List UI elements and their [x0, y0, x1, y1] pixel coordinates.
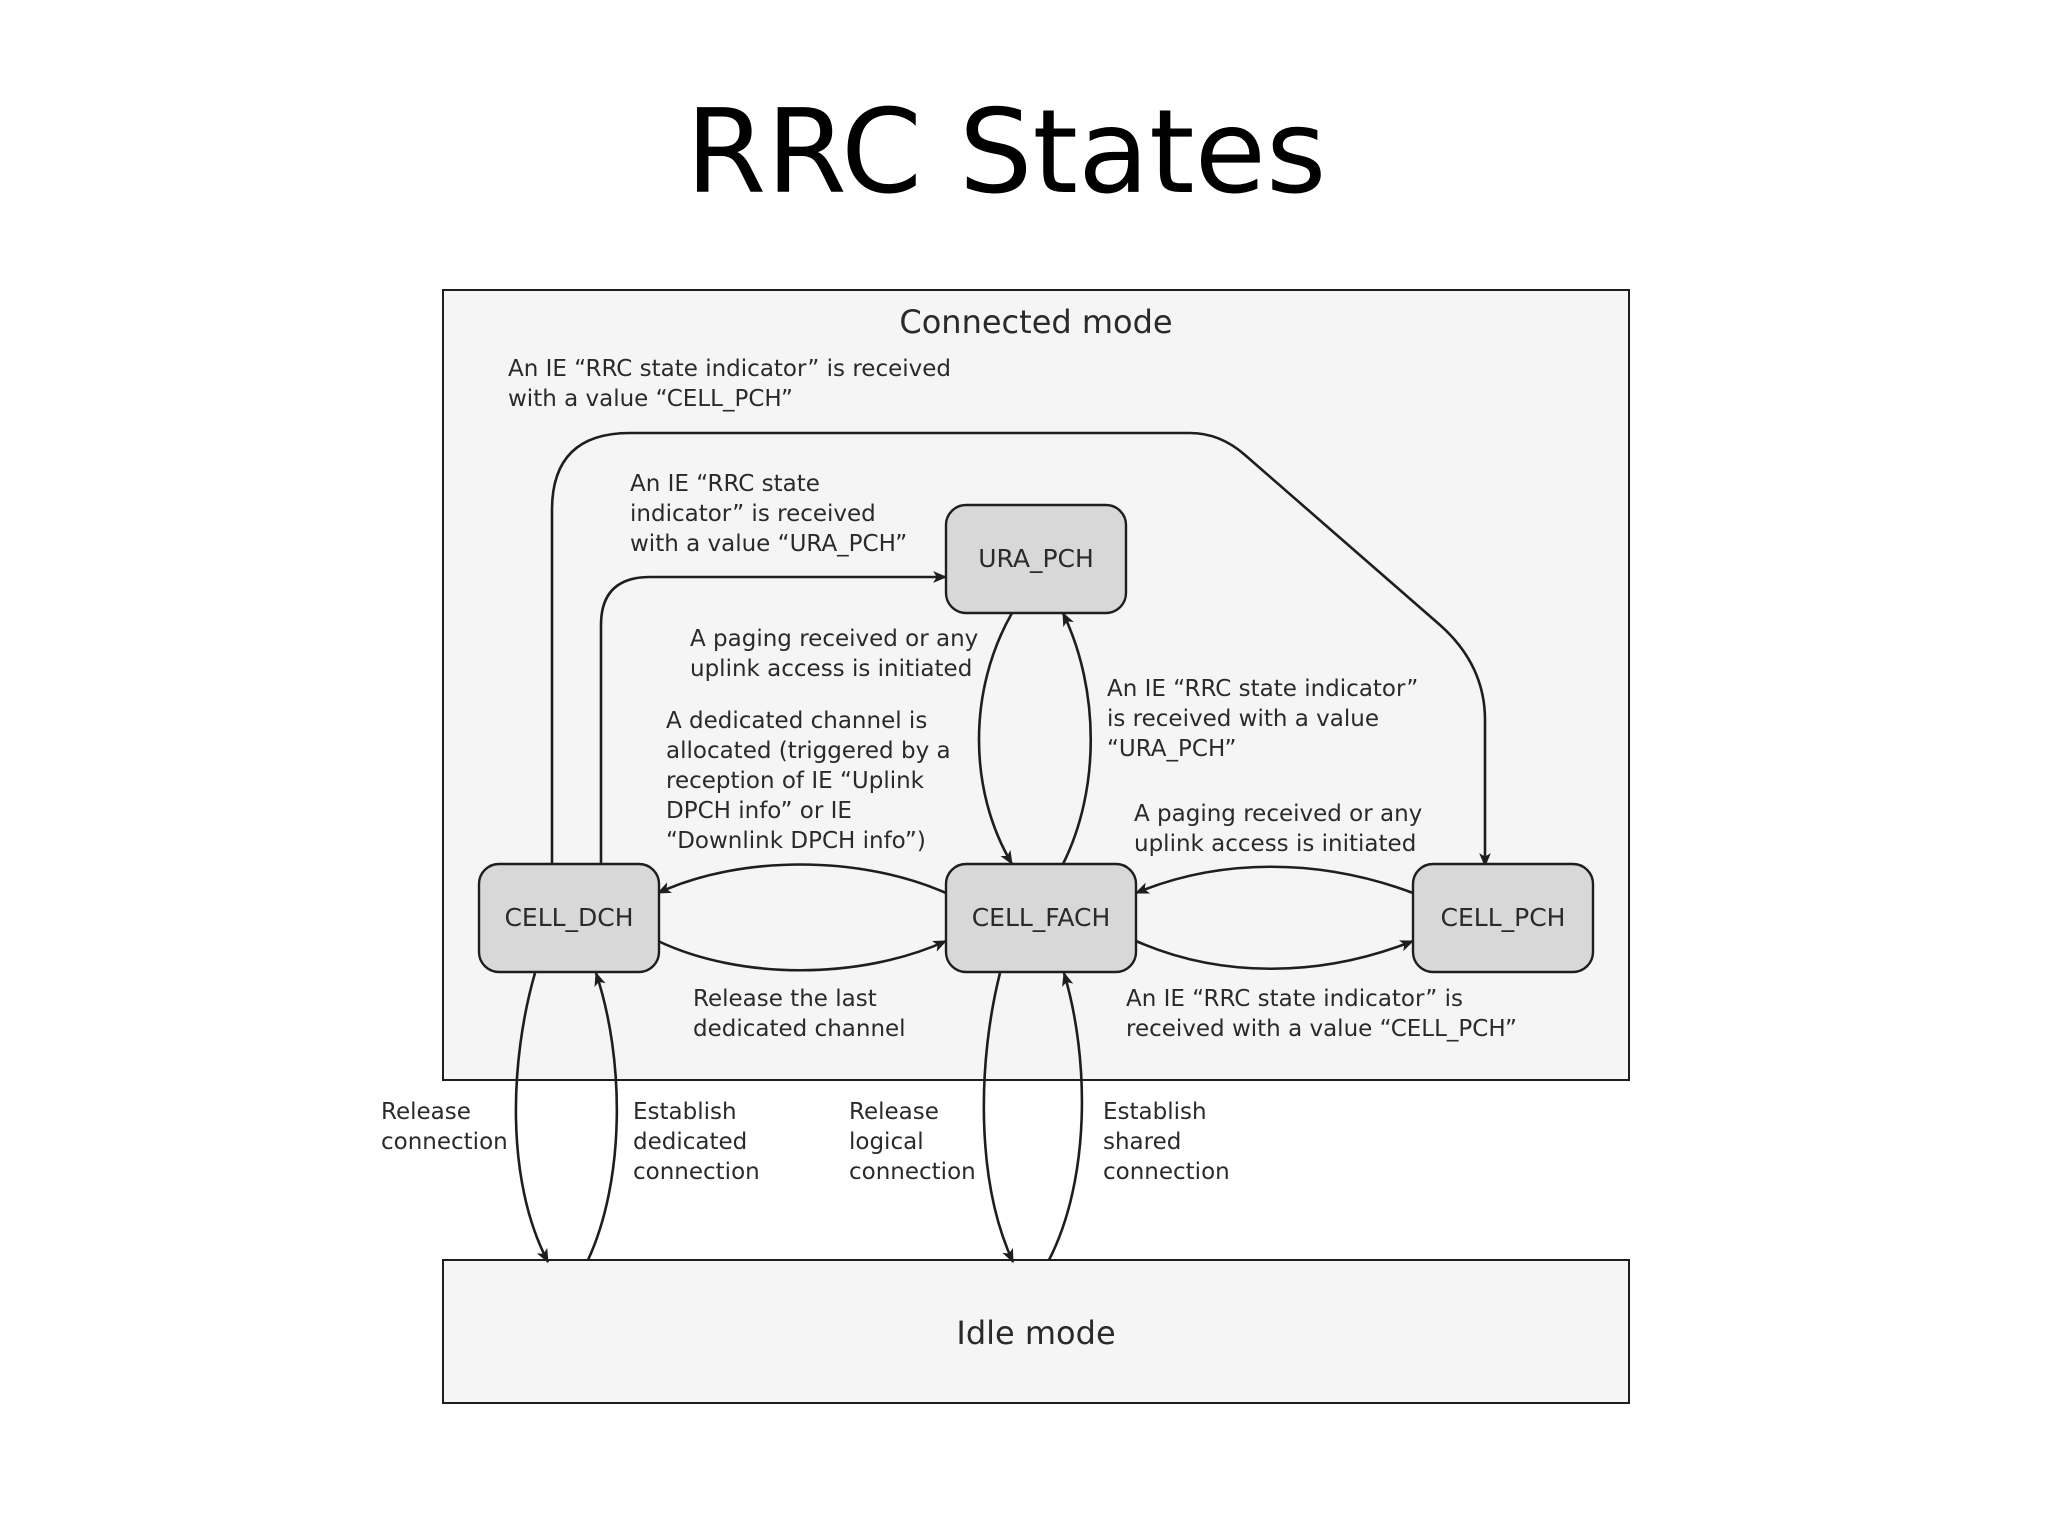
- connected-mode-label: Connected mode: [899, 303, 1172, 341]
- state-cell-pch: CELL_PCH: [1411, 862, 1595, 974]
- edge-idle-to-dch: [586, 971, 619, 1261]
- slide-title: RRC States: [685, 85, 1327, 220]
- label-fach-to-ura: An IE “RRC state indicator” is received …: [1107, 676, 1426, 762]
- idle-mode-label: Idle mode: [956, 1314, 1115, 1352]
- edge-dch-to-idle: [514, 972, 550, 1264]
- state-cell-pch-label: CELL_PCH: [1441, 903, 1566, 932]
- label-fach-to-idle: Release logical connection: [849, 1099, 976, 1185]
- label-idle-to-fach: Establish shared connection: [1103, 1099, 1230, 1185]
- edge-fach-to-cell-pch: [1135, 939, 1415, 971]
- label-ura-to-fach: A paging received or any uplink access i…: [690, 626, 986, 682]
- state-cell-dch: CELL_DCH: [477, 862, 661, 974]
- label-dch-to-cell-pch: An IE “RRC state indicator” is received …: [508, 356, 958, 412]
- state-ura-pch: URA_PCH: [944, 503, 1128, 615]
- edge-dch-to-fach: [657, 939, 948, 972]
- edge-fach-to-idle: [982, 972, 1015, 1264]
- edge-cell-pch-to-fach: [1134, 865, 1414, 895]
- label-cell-pch-to-fach: A paging received or any uplink access i…: [1134, 801, 1430, 857]
- label-fach-to-dch: A dedicated channel is allocated (trigge…: [666, 708, 958, 854]
- label-dch-to-fach: Release the last dedicated channel: [693, 986, 906, 1042]
- edge-ura-to-fach: [977, 612, 1014, 866]
- edge-dch-to-cell-pch: [550, 431, 1491, 868]
- edge-fach-to-ura: [1061, 611, 1092, 865]
- label-idle-to-dch: Establish dedicated connection: [633, 1099, 760, 1185]
- label-fach-to-cell-pch: An IE “RRC state indicator” is received …: [1126, 986, 1517, 1042]
- edge-dch-to-ura-pch: [599, 571, 948, 864]
- edge-fach-to-dch: [656, 863, 947, 895]
- state-cell-dch-label: CELL_DCH: [504, 903, 633, 932]
- label-dch-to-idle: Release connection: [381, 1099, 508, 1155]
- edge-idle-to-fach: [1047, 971, 1084, 1261]
- state-cell-fach-label: CELL_FACH: [972, 903, 1111, 932]
- idle-mode-box: [442, 1259, 1630, 1404]
- state-cell-fach: CELL_FACH: [944, 862, 1138, 974]
- state-ura-pch-label: URA_PCH: [978, 544, 1094, 573]
- label-dch-to-ura-pch: An IE “RRC state indicator” is received …: [630, 471, 907, 557]
